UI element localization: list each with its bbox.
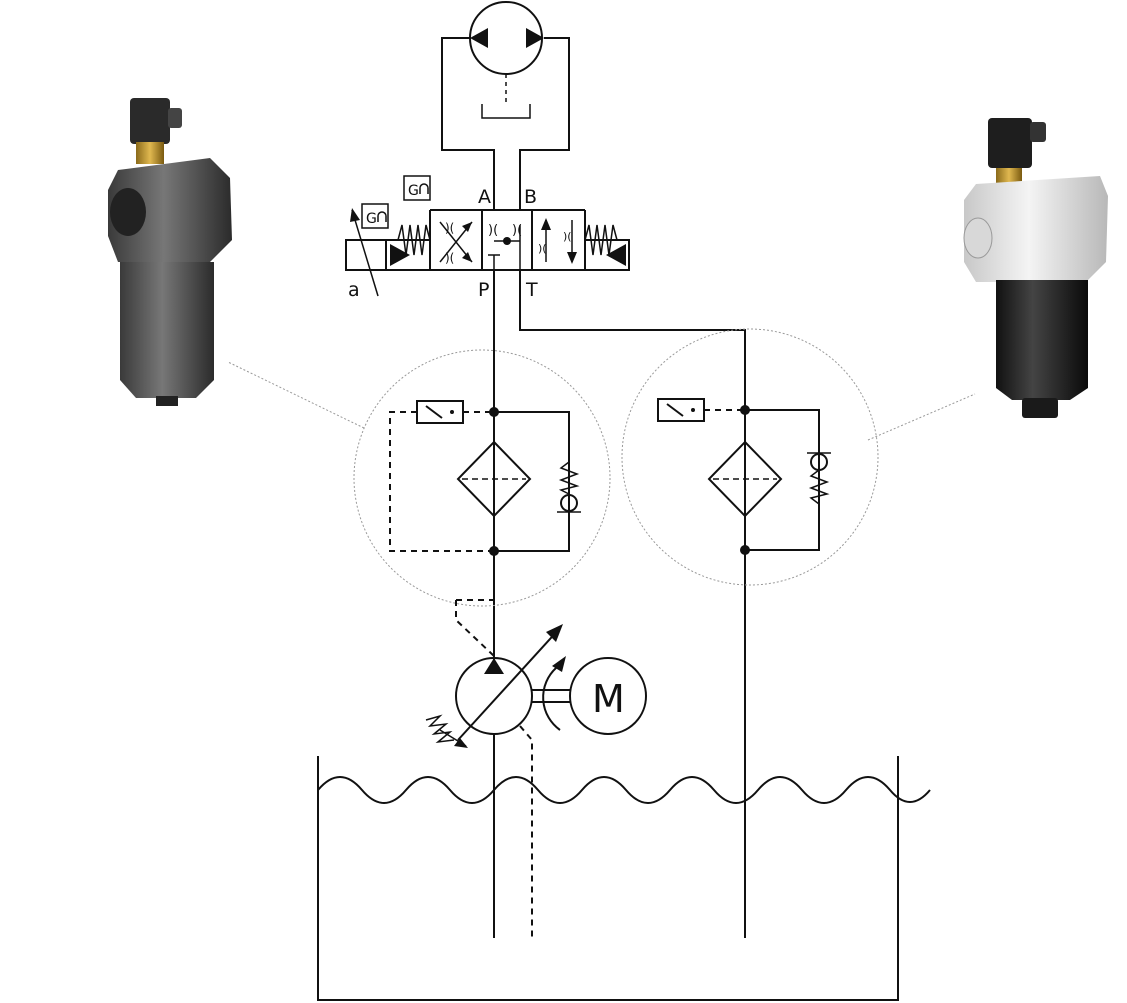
directional-valve: )( )( )( )( )( )( G G — [345, 175, 630, 301]
port-a-label: A — [478, 186, 491, 208]
return-filter-icon — [963, 118, 1108, 418]
return-line — [519, 270, 746, 938]
svg-text:)(: )( — [445, 251, 454, 265]
pressure-filter-leader — [227, 361, 365, 429]
svg-text:)(: )( — [488, 223, 498, 238]
reservoir-tank — [317, 756, 931, 1001]
line-b — [519, 37, 570, 210]
motor-label: M — [592, 677, 625, 721]
electric-motor: M — [569, 657, 647, 735]
svg-text:)(: )( — [538, 242, 547, 255]
svg-text:)(: )( — [512, 223, 522, 238]
solenoid-a-label: a — [348, 279, 360, 301]
svg-text:)(: )( — [563, 230, 572, 243]
pressure-filter-icon — [108, 98, 232, 406]
svg-text:G: G — [408, 183, 419, 199]
line-a — [441, 37, 495, 210]
svg-text:)(: )( — [445, 221, 454, 235]
svg-text:G: G — [366, 211, 377, 227]
hydraulic-motor — [469, 1, 544, 119]
variable-pump — [425, 599, 570, 938]
port-p-label: P — [478, 279, 489, 301]
return-filter-symbol — [621, 328, 879, 586]
port-b-label: B — [524, 186, 537, 208]
return-filter-leader — [867, 393, 976, 441]
pressure-filter-symbol — [353, 349, 611, 607]
port-t-label: T — [525, 279, 538, 301]
